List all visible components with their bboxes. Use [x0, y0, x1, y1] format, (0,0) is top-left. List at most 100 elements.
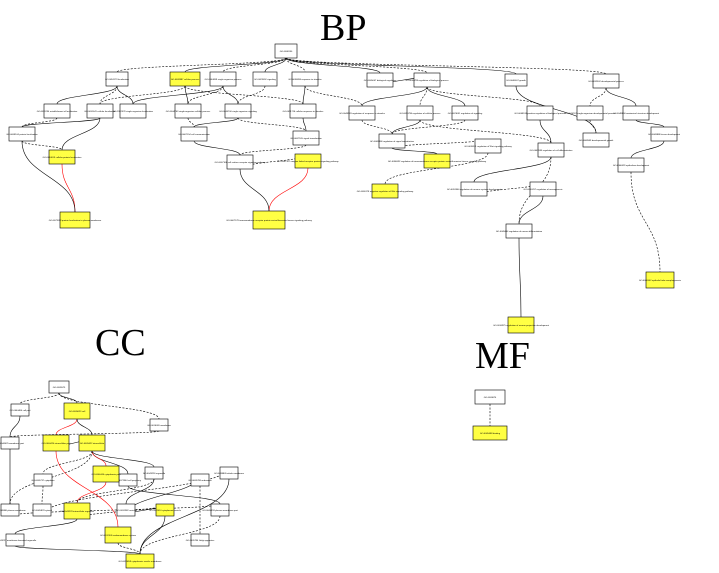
bp-node-label: GO:0051641 cellular localization — [84, 110, 116, 113]
cc-node-c11[interactable]: GO:0005886 plasma membrane — [0, 503, 26, 517]
cc-node-c12[interactable]: GO:0005829 cytosol — [32, 503, 52, 517]
bp-node-b12[interactable]: GO:1902578 single-organism localization — [113, 103, 154, 119]
cc-node-c19[interactable]: GO:0012505 endomembrane system — [100, 526, 136, 544]
cc-edge-c6-c7 — [42, 450, 93, 475]
bp-edge-b17-b25 — [391, 119, 421, 135]
cc-node-box — [63, 502, 91, 520]
bp-node-box — [622, 105, 650, 121]
bp-node-box — [366, 72, 394, 88]
cc-node-label: GO:0043227 membrane-bounded organelle — [0, 539, 37, 542]
cc-node-c1[interactable]: GO:0044464 cell part — [10, 403, 31, 417]
bp-edge-b22-b28 — [21, 140, 63, 151]
bp-node-b8[interactable]: GO:0040007 growth — [504, 73, 528, 87]
mf-node-m_root[interactable]: GO:0003674 — [474, 389, 506, 405]
bp-node-b13[interactable]: GO:0044763 single-organism cellular proc… — [166, 103, 211, 119]
bp-node-b14[interactable]: GO:0044700 single organism signaling — [219, 103, 258, 119]
cc-node-c15[interactable]: GO:0031410 cytoplasmic vesicle — [149, 503, 182, 517]
bp-edge-b8-b26 — [515, 85, 597, 134]
cc-node-label: GO:0044459 plasma membrane part — [202, 509, 238, 512]
bp-node-b31[interactable]: GO:0090092 regulation of transmembrane r… — [388, 153, 487, 169]
cc-node-c_root[interactable]: GO:0005575 — [48, 380, 70, 394]
bp-edge-b2-b11 — [99, 85, 186, 105]
bp-node-b36[interactable]: GO:0030178 negative regulation of Wnt si… — [357, 183, 414, 199]
bp-node-b25[interactable]: GO:0009966 regulation of signal transduc… — [370, 133, 415, 149]
bp-node-b18[interactable]: GO:0023051 regulation of signaling — [448, 105, 483, 121]
bp-node-box — [252, 71, 278, 87]
cc-edge-c8-c17 — [127, 485, 221, 505]
mf-node-m1[interactable]: GO:0005488 binding — [472, 425, 508, 441]
cc-node-box — [32, 503, 52, 517]
cc-node-c18[interactable]: GO:0098805 whole membrane — [214, 466, 245, 480]
bp-node-b41[interactable]: GO:0010975 regulation of neuron projecti… — [493, 316, 549, 334]
bp-edge-b_root-b5 — [285, 57, 306, 73]
bp-node-b42[interactable]: GO:0060562 epithelial tube morphogenesis — [639, 271, 682, 289]
bp-node-box — [8, 126, 36, 142]
bp-node-b37[interactable]: GO:0045595 regulation of cell differenti… — [530, 142, 574, 158]
cc-edge-c19-c22 — [117, 542, 141, 555]
cc-edge-c6-c10 — [91, 450, 155, 468]
cc-edge-c15-c22 — [139, 515, 166, 555]
bp-node-b32[interactable]: GO:0030111 regulation of Wnt signaling p… — [464, 138, 513, 154]
bp-node-b20[interactable]: GO:0044767 single-organism developmental… — [564, 105, 617, 121]
bp-node-b16[interactable]: GO:0048583 regulation of response to sti… — [339, 105, 386, 121]
cc-node-c22[interactable]: GO:0030659 cytoplasmic vesicle membrane — [119, 553, 163, 569]
bp-node-b2[interactable]: GO:0009987 cellular process — [169, 71, 201, 87]
bp-node-b15[interactable]: GO:0051716 cellular response to stimulus — [283, 103, 325, 119]
cc-node-c21[interactable]: GO:0005794 Golgi apparatus — [186, 533, 215, 547]
bp-node-b9[interactable]: GO:0032502 developmental process — [588, 73, 625, 89]
cc-node-c17[interactable]: GO:0044459 plasma membrane part — [202, 503, 238, 517]
cc-node-c10[interactable]: GO:0043226 organelle — [143, 466, 166, 480]
bp-node-b17[interactable]: GO:0050794 regulation of cellular proces… — [400, 105, 442, 121]
bp-node-b21[interactable]: GO:0048856 anatomical structure developm… — [613, 105, 659, 121]
bp-node-b40[interactable]: GO:0045664 regulation of neuron differen… — [496, 223, 543, 239]
bp-node-box — [592, 73, 620, 89]
bp-node-b11[interactable]: GO:0051641 cellular localization — [84, 103, 117, 119]
bp-node-b28[interactable]: GO:0034613 cellular protein localization — [43, 149, 83, 165]
bp-node-b10[interactable]: GO:0051234 establishment of localization — [37, 103, 78, 119]
bp-node-b29[interactable]: GO:0007166 cell surface receptor signali… — [215, 154, 267, 170]
cc-node-c2[interactable]: GO:0005623 cell — [63, 402, 91, 420]
cc-node-box — [48, 380, 70, 394]
cc-node-c3[interactable]: GO:0016020 membrane — [147, 418, 172, 432]
cc-node-c5[interactable]: GO:0044424 intracellular part — [42, 434, 71, 452]
bp-node-b38[interactable]: GO:0051960 regulation of nervous system … — [447, 181, 502, 197]
bp-edge-b3-b14 — [222, 85, 239, 105]
bp-node-b4[interactable]: GO:0023052 signaling — [252, 71, 278, 87]
bp-node-b3[interactable]: GO:0044699 single-organism process — [205, 71, 243, 87]
bp-node-b6[interactable]: GO:0065007 biological regulation — [364, 72, 397, 88]
bp-edge-b38-b39 — [473, 181, 544, 197]
cc-node-c20[interactable]: GO:0043227 membrane-bounded organelle — [0, 533, 37, 547]
cc-node-c4[interactable]: GO:0044425 membrane part — [0, 436, 24, 450]
bp-node-b5[interactable]: GO:0050896 response to stimulus — [288, 71, 323, 87]
cc-edge-c_root-c2 — [58, 392, 78, 404]
bp-edge-b_root-b8 — [285, 57, 517, 75]
bp-node-b1[interactable]: GO:0051179 localization — [105, 71, 130, 87]
cc-node-label: GO:0044424 intracellular part — [42, 442, 71, 445]
bp-node-b23[interactable]: GO:0007154 cell communication — [178, 126, 211, 142]
cc-node-box — [10, 403, 30, 417]
bp-node-b_root[interactable]: GO:0008150 — [274, 43, 298, 59]
bp-node-box — [474, 138, 502, 154]
bp-node-b27[interactable]: GO:0009888 tissue development — [648, 126, 680, 142]
bp-node-b30[interactable]: GO:0007167 enzyme linked receptor protei… — [277, 153, 339, 169]
bp-section-title: BP — [320, 7, 366, 49]
bp-node-b7[interactable]: GO:0050789 regulation of biological proc… — [405, 72, 449, 88]
bp-node-b35[interactable]: GO:0007178 transmembrane receptor protei… — [226, 210, 313, 230]
bp-node-b34[interactable]: GO:0072659 protein localization to plasm… — [49, 211, 102, 229]
bp-node-b22[interactable]: GO:0008104 protein localization — [6, 126, 38, 142]
cc-node-c6[interactable]: GO:0005622 intracellular — [78, 434, 106, 452]
cc-node-c14[interactable]: GO:0031982 vesicle — [116, 503, 137, 517]
bp-node-b24[interactable]: GO:0007165 signal transduction — [290, 130, 322, 146]
bp-node-label: GO:0009888 tissue development — [648, 133, 680, 136]
bp-node-b19[interactable]: GO:0048518 positive regulation of biolog… — [514, 105, 566, 121]
cc-node-c7[interactable]: GO:0005737 cytoplasm — [32, 473, 55, 487]
bp-node-b39[interactable]: GO:0050767 regulation of neurogenesis — [524, 181, 564, 197]
bp-edge-b_root-b3 — [222, 57, 287, 73]
bp-edge-b24-b29 — [239, 144, 307, 156]
cc-node-c9[interactable]: GO:0044444 cytoplasmic part — [92, 465, 121, 483]
bp-edge-b4-b14 — [237, 85, 266, 105]
cc-node-c13[interactable]: GO:0043229 intracellular organelle — [60, 502, 95, 520]
cc-node-c16[interactable]: GO:0005768 endosome — [188, 473, 212, 487]
bp-node-b33[interactable]: GO:0060429 epithelium development — [613, 157, 650, 173]
bp-node-b26[interactable]: GO:0048589 developmental growth — [579, 132, 614, 148]
